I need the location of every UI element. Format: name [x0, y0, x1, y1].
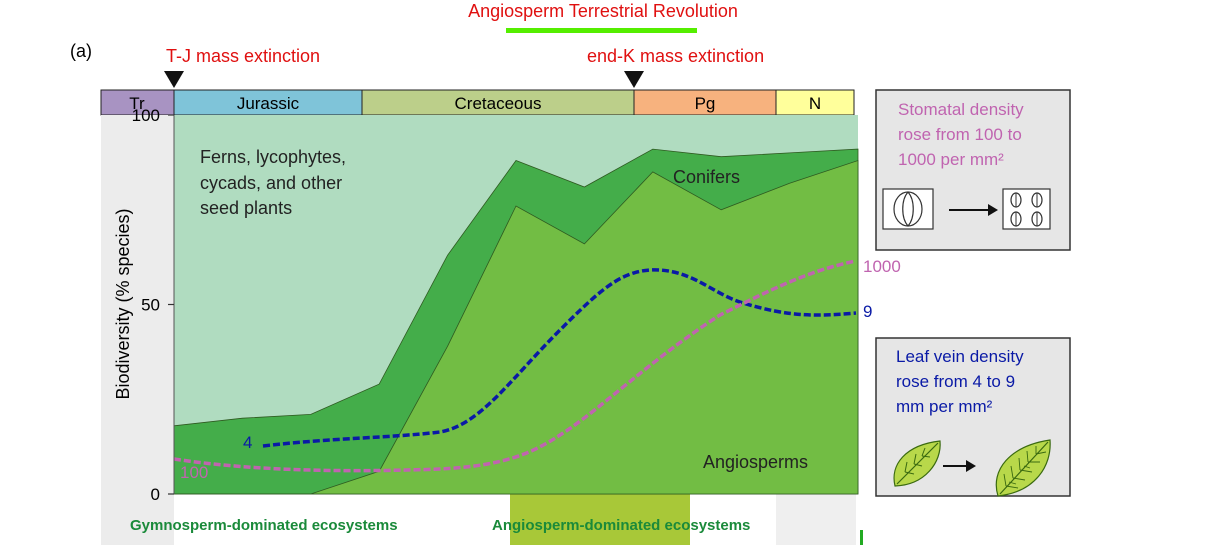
panel-label: (a) — [70, 41, 92, 61]
period-label-n: N — [809, 94, 821, 113]
stomata-start-label: 100 — [180, 463, 208, 482]
endk-extinction-label: end-K mass extinction — [587, 46, 764, 66]
period-jurassic — [173, 89, 363, 116]
period-bar: Tr Jurassic Cretaceous Pg N — [100, 89, 855, 116]
period-label-pg: Pg — [695, 94, 716, 113]
y-tick-label-50: 50 — [141, 296, 160, 315]
period-tr — [100, 89, 175, 116]
angiosperm-ecosystems-label: Angiosperm-dominated ecosystems — [492, 517, 750, 534]
revolution-title: Angiosperm Terrestrial Revolution — [468, 1, 738, 21]
stomata-end-label: 1000 — [863, 257, 901, 276]
vein-end-label: 9 — [863, 302, 872, 321]
stomata-box: Stomatal density rose from 100 to 1000 p… — [875, 89, 1071, 251]
vein-box: Leaf vein density rose from 4 to 9 mm pe… — [875, 337, 1071, 497]
vein-box-line3: mm per mm² — [896, 397, 993, 416]
endk-extinction-marker — [624, 71, 644, 88]
ferns-label-line2: cycads, and other — [200, 173, 342, 193]
ferns-label-line3: seed plants — [200, 198, 292, 218]
gymnosperm-ecosystems-label: Gymnosperm-dominated ecosystems — [130, 517, 398, 534]
y-tick-label-100: 100 — [132, 106, 160, 125]
vein-start-label: 4 — [243, 433, 252, 452]
period-label-cretaceous: Cretaceous — [455, 94, 542, 113]
tj-extinction-label: T-J mass extinction — [166, 46, 320, 66]
y-axis-label: Biodiversity (% species) — [113, 208, 133, 399]
tj-extinction-marker — [164, 71, 184, 88]
conifers-label: Conifers — [673, 167, 740, 187]
plot-area — [173, 115, 859, 495]
ferns-label-line1: Ferns, lycophytes, — [200, 147, 346, 167]
footer-tick — [860, 530, 863, 545]
y-tick-label-0: 0 — [151, 485, 160, 504]
period-cretaceous — [361, 89, 635, 116]
period-label-jurassic: Jurassic — [237, 94, 300, 113]
neogene-background — [776, 494, 856, 545]
stomata-icon — [882, 188, 1051, 230]
vein-box-line2: rose from 4 to 9 — [896, 372, 1015, 391]
period-label-tr: Tr — [129, 94, 145, 113]
stomata-box-line3: 1000 per mm² — [898, 150, 1004, 169]
angiosperms-area — [174, 159, 859, 495]
angiosperms-label: Angiosperms — [703, 452, 808, 472]
tr-background — [101, 115, 174, 545]
vein-box-line1: Leaf vein density — [896, 347, 1024, 366]
stomata-box-line1: Stomatal density — [898, 100, 1024, 119]
leaf-icon — [893, 439, 1051, 497]
angio-ecosystem-band — [510, 494, 690, 545]
revolution-bar — [506, 28, 697, 33]
y-axis: 0 50 100 — [132, 106, 175, 504]
stomata-box-line2: rose from 100 to — [898, 125, 1022, 144]
stomatal-density-line — [173, 259, 857, 473]
